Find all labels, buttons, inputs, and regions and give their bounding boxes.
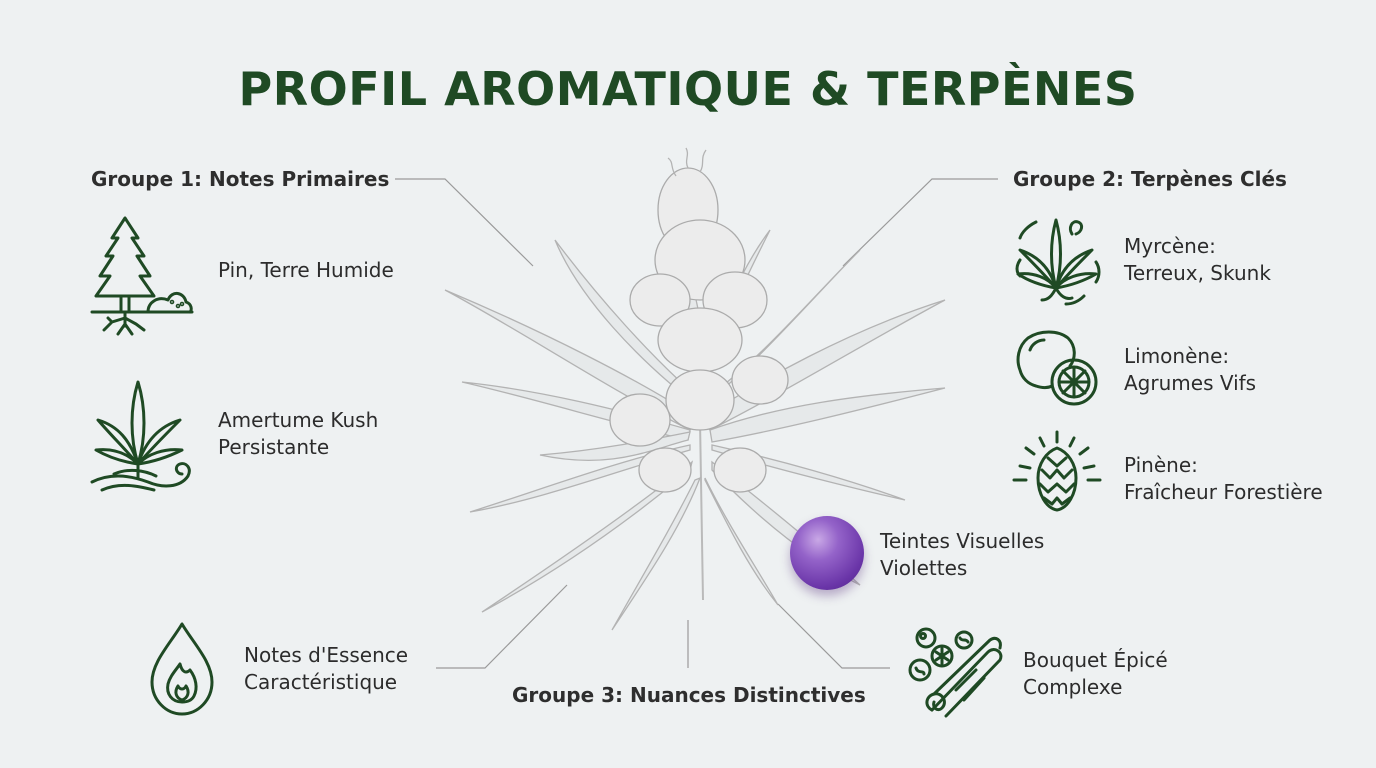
item-label-line: Persistante	[218, 435, 330, 459]
item-bouquet-epice: Bouquet Épicé Complexe	[1023, 647, 1168, 701]
item-label-line: Terreux, Skunk	[1124, 261, 1271, 285]
item-label-line: Fraîcheur Forestière	[1124, 480, 1323, 504]
lemon-slice-icon	[1014, 328, 1102, 408]
item-pin-terre-humide: Pin, Terre Humide	[218, 257, 394, 284]
spices-cinnamon-icon	[906, 626, 1006, 718]
pine-tree-soil-icon	[88, 214, 196, 336]
cannabis-bud-sketch-icon	[444, 147, 946, 631]
item-label-line: Violettes	[880, 556, 968, 580]
flame-drop-icon	[146, 620, 218, 718]
page-title: PROFIL AROMATIQUE & TERPÈNES	[238, 62, 1138, 116]
item-label-line: Complexe	[1023, 675, 1123, 699]
item-limonene: Limonène: Agrumes Vifs	[1124, 343, 1256, 397]
connector-lines	[395, 178, 998, 669]
item-label-line: Myrcène:	[1124, 234, 1216, 258]
group-2-title: Groupe 2: Terpènes Clés	[1013, 167, 1287, 191]
item-label-line: Agrumes Vifs	[1124, 371, 1257, 395]
item-myrcene: Myrcène: Terreux, Skunk	[1124, 233, 1271, 287]
item-label-line: Notes d'Essence	[244, 643, 409, 667]
pinecone-burst-icon	[1010, 430, 1104, 514]
violet-orb-icon	[790, 516, 864, 590]
item-label-line: Bouquet Épicé	[1023, 648, 1168, 672]
item-label-line: Limonène:	[1124, 344, 1230, 368]
item-label-line: Pin, Terre Humide	[218, 258, 394, 282]
item-teintes-violettes: Teintes Visuelles Violettes	[880, 528, 1044, 582]
cannabis-leaf-wave-icon	[88, 378, 196, 494]
item-label-line: Amertume Kush	[218, 408, 379, 432]
group-1-title: Groupe 1: Notes Primaires	[91, 167, 390, 191]
cannabis-leaf-swirl-icon	[1012, 212, 1102, 308]
item-pinene: Pinène: Fraîcheur Forestière	[1124, 452, 1323, 506]
item-label-line: Caractéristique	[244, 670, 398, 694]
group-3-title: Groupe 3: Nuances Distinctives	[512, 683, 866, 707]
item-amertume-kush: Amertume Kush Persistante	[218, 407, 378, 461]
item-notes-essence: Notes d'Essence Caractéristique	[244, 642, 408, 696]
item-label-line: Pinène:	[1124, 453, 1198, 477]
item-label-line: Teintes Visuelles	[880, 529, 1045, 553]
